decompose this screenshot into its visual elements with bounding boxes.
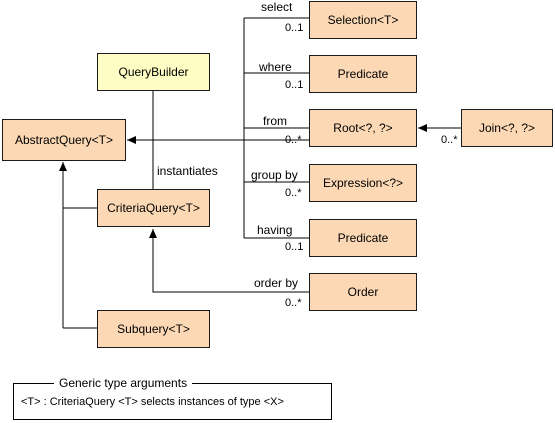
criteria-query-box[interactable]: CriteriaQuery<T> (97, 189, 210, 227)
where-predicate-box[interactable]: Predicate (309, 55, 417, 93)
legend-text: <T> : CriteriaQuery <T> selects instance… (21, 396, 284, 408)
group-by-multiplicity: 0..* (285, 187, 302, 199)
join-multiplicity: 0..* (441, 134, 458, 146)
select-multiplicity: 0..1 (285, 22, 304, 34)
join-box[interactable]: Join<?, ?> (461, 109, 553, 147)
having-predicate-box[interactable]: Predicate (309, 219, 417, 257)
order-by-arrow (149, 229, 309, 293)
order-by-label: order by (254, 276, 299, 290)
from-label: from (263, 114, 287, 128)
from-multiplicity: 0..* (285, 134, 302, 146)
where-multiplicity: 0..1 (285, 79, 304, 91)
query-builder-box[interactable]: QueryBuilder (97, 53, 210, 91)
subquery-box[interactable]: Subquery<T> (97, 310, 210, 348)
abstract-query-box[interactable]: AbstractQuery<T> (2, 119, 126, 161)
group-by-label: group by (251, 168, 298, 182)
where-label: where (259, 60, 292, 74)
legend-box: Generic type arguments <T> : CriteriaQue… (13, 376, 332, 420)
selection-box[interactable]: Selection<T> (309, 1, 417, 39)
select-label: select (261, 0, 293, 14)
order-by-multiplicity: 0..* (285, 297, 302, 309)
expression-box[interactable]: Expression<?> (309, 164, 417, 202)
instantiates-label: instantiates (157, 164, 218, 178)
legend-title: Generic type arguments (54, 376, 193, 390)
root-box[interactable]: Root<?, ?> (309, 109, 417, 147)
having-label: having (257, 223, 293, 237)
order-box[interactable]: Order (309, 273, 417, 311)
having-multiplicity: 0..1 (285, 241, 304, 253)
